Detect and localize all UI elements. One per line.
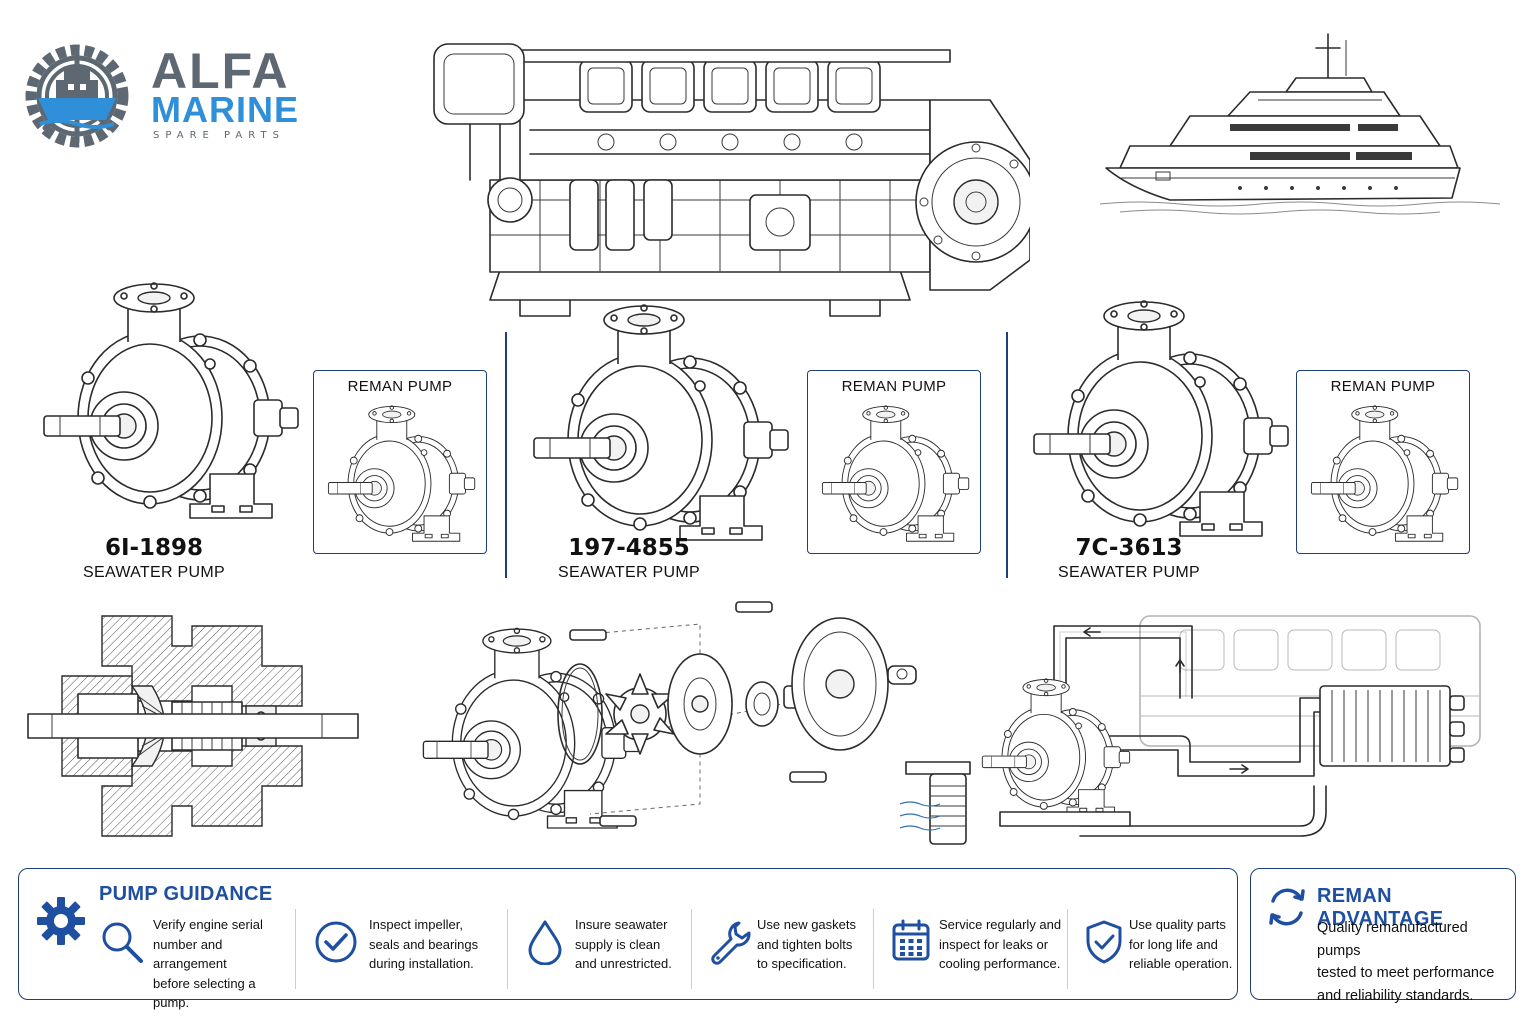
guidance-tip-5-line-3: cooling performance. bbox=[939, 956, 1061, 971]
guidance-tip-2-line-1: Inspect impeller, bbox=[369, 917, 463, 932]
shield-check-icon bbox=[1086, 920, 1122, 964]
guidance-tip-2-line-2: seals and bearings bbox=[369, 936, 479, 952]
ship-helm-gear-icon bbox=[25, 44, 129, 148]
guidance-tip-3-line-2: supply is clean bbox=[575, 936, 661, 952]
reman-advantage-panel: REMAN ADVANTAGE Quality remanufactured p… bbox=[1250, 868, 1516, 1004]
guidance-tip-4-line-2: and tighten bolts bbox=[757, 936, 853, 952]
pump-guidance-title: PUMP GUIDANCE bbox=[99, 883, 273, 905]
guidance-tip-6-line-1: Use quality parts bbox=[1129, 917, 1226, 932]
guidance-tip-2: Inspect impeller, seals and bearings dur… bbox=[313, 915, 513, 985]
guidance-tip-3-line-1: Insure seawater bbox=[575, 917, 668, 932]
brand-logo: ALFA MARINE SPARE PARTS bbox=[18, 36, 318, 154]
guidance-tip-6-line-2: for long life and bbox=[1129, 936, 1218, 952]
guidance-separator bbox=[295, 909, 296, 989]
pump-3-reman-illustration bbox=[1310, 405, 1459, 542]
pump-2-part-number: 197-4855 bbox=[568, 535, 690, 561]
guidance-tip-5-line-2: inspect for leaks or bbox=[939, 936, 1049, 952]
pump-1-reman-label: REMAN PUMP bbox=[347, 378, 453, 395]
wrench-icon bbox=[711, 921, 751, 965]
guidance-tip-1: Verify engine serial number and arrangem… bbox=[99, 915, 295, 1010]
guidance-separator bbox=[1067, 909, 1068, 989]
pump-3-reman-label: REMAN PUMP bbox=[1330, 378, 1436, 395]
guidance-tip-1-line-2: number and arrangement bbox=[153, 936, 227, 972]
pump-installation-illustration bbox=[900, 615, 1481, 845]
brand-name-line1: ALFA bbox=[151, 43, 290, 99]
guidance-tip-1-line-1: Verify engine serial bbox=[153, 917, 263, 932]
guidance-tip-3: Insure seawater supply is clean and unre… bbox=[525, 915, 705, 985]
pump-3-part-number: 7C-3613 bbox=[1075, 535, 1183, 561]
pump-divider-1 bbox=[505, 332, 507, 578]
reman-advantage-line-1: Quality remanufactured pumps bbox=[1317, 920, 1468, 959]
gear-icon bbox=[37, 897, 85, 945]
yacht-illustration bbox=[1100, 33, 1501, 215]
brand-tagline: SPARE PARTS bbox=[153, 130, 285, 141]
guidance-separator bbox=[873, 909, 874, 989]
guidance-tip-5-line-1: Service regularly and bbox=[939, 917, 1062, 932]
pump-2-reman-illustration bbox=[821, 405, 970, 542]
reman-advantage-line-2: tested to meet performance bbox=[1317, 965, 1495, 981]
pump-divider-2 bbox=[1006, 332, 1008, 578]
water-drop-icon bbox=[528, 920, 562, 965]
check-circle-icon bbox=[315, 921, 357, 963]
guidance-separator bbox=[691, 909, 692, 989]
recycle-arrows-icon bbox=[1269, 888, 1305, 926]
pump-cross-section-illustration bbox=[27, 615, 359, 837]
guidance-tip-6: Use quality parts for long life and reli… bbox=[1085, 915, 1235, 985]
pump-2-illustration bbox=[533, 304, 789, 541]
guidance-tip-6-line-3: reliable operation. bbox=[1129, 956, 1233, 971]
pump-2-description: SEAWATER PUMP bbox=[558, 564, 700, 581]
pump-3-reman-card[interactable]: REMAN PUMP bbox=[1296, 370, 1470, 554]
pump-1-reman-illustration bbox=[327, 405, 476, 542]
pump-1-description: SEAWATER PUMP bbox=[83, 564, 225, 581]
guidance-tip-4: Use new gaskets and tighten bolts to spe… bbox=[709, 915, 879, 985]
pump-1-reman-card[interactable]: REMAN PUMP bbox=[313, 370, 487, 554]
pump-2-reman-card[interactable]: REMAN PUMP bbox=[807, 370, 981, 554]
guidance-tip-5: Service regularly and inspect for leaks … bbox=[891, 915, 1071, 985]
search-icon bbox=[102, 922, 143, 963]
pump-guidance-panel: PUMP GUIDANCE Verify engine serial numbe… bbox=[18, 868, 1238, 1010]
pump-1-part-number: 6I-1898 bbox=[104, 535, 204, 561]
guidance-tip-2-line-3: during installation. bbox=[369, 956, 474, 971]
guidance-tip-4-line-3: to specification. bbox=[757, 956, 847, 971]
brand-name-line2: MARINE bbox=[151, 89, 299, 130]
guidance-separator bbox=[507, 909, 508, 989]
pump-1-illustration bbox=[43, 282, 299, 519]
pump-3-description: SEAWATER PUMP bbox=[1058, 564, 1200, 581]
guidance-tip-1-line-3: before selecting a pump. bbox=[153, 975, 256, 1011]
reman-advantage-line-3: and reliability standards. bbox=[1317, 987, 1474, 1004]
marine-engine-illustration bbox=[433, 43, 1030, 317]
pump-exploded-view-illustration bbox=[422, 601, 917, 829]
pump-2-reman-label: REMAN PUMP bbox=[841, 378, 947, 395]
guidance-tip-3-line-3: and unrestricted. bbox=[575, 956, 672, 971]
guidance-tip-4-line-1: Use new gaskets bbox=[757, 917, 856, 932]
reman-advantage-title: REMAN ADVANTAGE bbox=[1317, 885, 1444, 930]
pump-3-illustration bbox=[1033, 300, 1289, 537]
calendar-icon bbox=[892, 919, 930, 961]
